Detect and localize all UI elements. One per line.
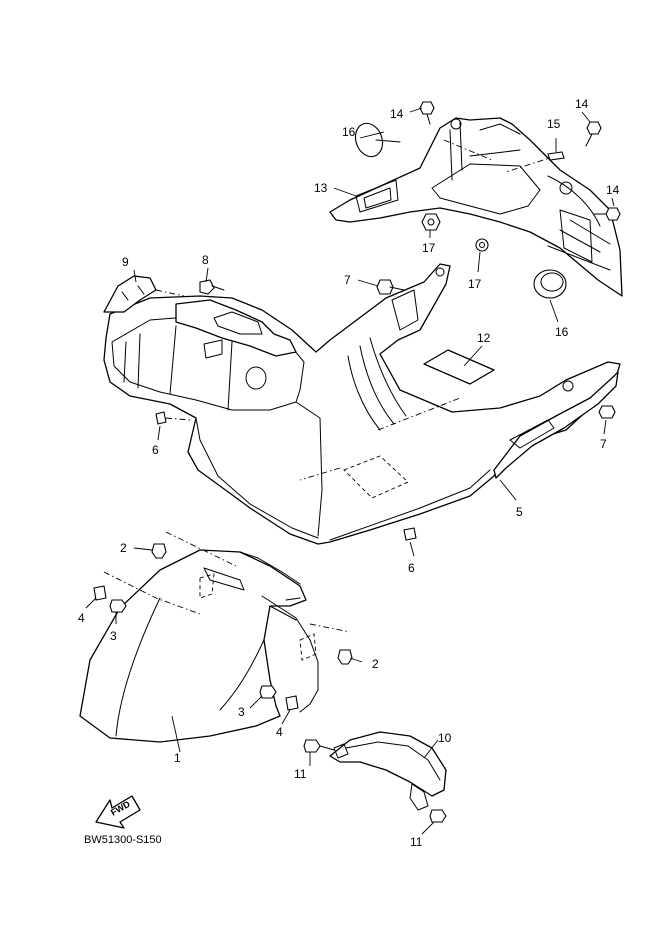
callouts: 14 14 14 15 16 16 13 17 17 7 7 12 5 6 6 … (78, 97, 620, 849)
bolt-11-left (303, 739, 335, 753)
clip-15 (547, 151, 565, 161)
callout-14c: 14 (606, 183, 620, 197)
screw-8 (199, 279, 225, 295)
nut-4-left (93, 585, 107, 601)
callout-16a: 16 (342, 125, 356, 139)
callout-2b: 2 (372, 657, 379, 671)
nut-17-left (421, 213, 441, 231)
callout-8: 8 (202, 253, 209, 267)
callout-11a: 11 (294, 767, 307, 781)
cap-16-upper (354, 122, 401, 158)
callout-14a: 14 (390, 107, 404, 121)
bolt-7-top (376, 279, 405, 295)
bolt-11-bottom (429, 809, 447, 823)
callout-9: 9 (122, 255, 129, 269)
leader-lines (85, 107, 615, 835)
callout-7a: 7 (344, 273, 351, 287)
callout-17b: 17 (468, 277, 482, 291)
bolt-14-top (419, 101, 435, 125)
callout-5: 5 (516, 505, 523, 519)
bolt-14-right-upper (585, 121, 602, 147)
bracket-9 (103, 275, 185, 313)
callout-4b: 4 (276, 725, 283, 739)
cap-16-lower (533, 269, 567, 299)
fwd-arrow-icon: FWD (95, 795, 141, 829)
callout-10: 10 (438, 731, 452, 745)
label-12 (423, 349, 495, 385)
callout-4a: 4 (78, 611, 85, 625)
rear-inner-panel (329, 117, 623, 297)
screw-2-top (151, 543, 167, 559)
screw-2-right (337, 649, 353, 665)
front-fender (79, 531, 351, 743)
callout-12: 12 (477, 331, 491, 345)
callout-2a: 2 (120, 541, 127, 555)
bolt-7-right (598, 405, 616, 419)
diagram-code: BW51300-S150 (84, 834, 162, 846)
callout-1: 1 (174, 751, 181, 765)
mudguard-10 (329, 731, 447, 811)
callout-3b: 3 (238, 705, 245, 719)
callout-6b: 6 (408, 561, 415, 575)
callout-16b: 16 (555, 325, 569, 339)
bolt-3-right (259, 685, 277, 699)
bolt-3-left (109, 599, 127, 613)
clip-6-left (155, 411, 191, 425)
nut-17-right (475, 238, 489, 252)
clip-6-bottom (403, 527, 417, 541)
callout-14b: 14 (575, 97, 589, 111)
callout-17a: 17 (422, 241, 436, 255)
callout-15: 15 (547, 117, 561, 131)
leg-shield (103, 263, 621, 545)
callout-11b: 11 (410, 835, 423, 849)
nut-4-right (285, 695, 299, 711)
callout-7b: 7 (600, 437, 607, 451)
callout-13: 13 (314, 181, 328, 195)
bolt-14-right-lower (593, 207, 621, 221)
callout-6a: 6 (152, 443, 159, 457)
callout-3a: 3 (110, 629, 117, 643)
